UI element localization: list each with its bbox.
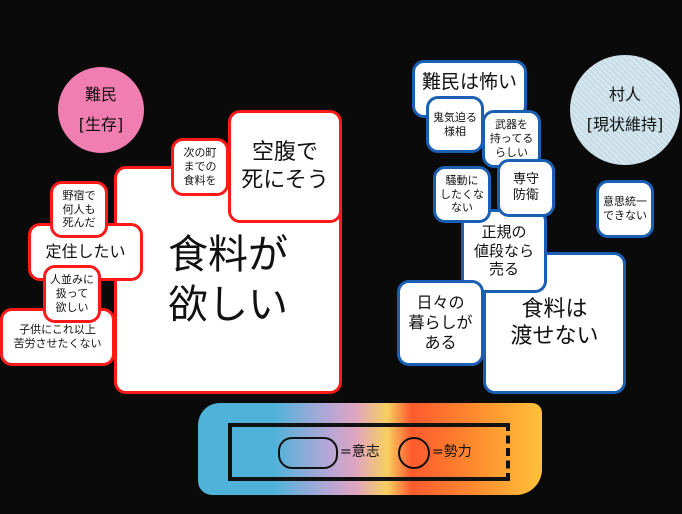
- will-starving: 空腹で 死にそう: [228, 110, 342, 223]
- will-desperate: 鬼気迫る 様相: [426, 96, 484, 153]
- will-next-town: 次の町 までの 食料を: [171, 138, 229, 196]
- will-daily-life: 日々の 暮らしが ある: [397, 280, 484, 366]
- legend-force-label: =勢力: [432, 444, 472, 460]
- will-camp-deaths: 野宿で 何人も 死んだ: [50, 181, 108, 238]
- will-weapons: 武器を 持ってる らしい: [482, 110, 541, 168]
- legend-frame: [228, 423, 510, 481]
- will-no-unity: 意思統一 できない: [596, 180, 654, 238]
- villagers-circle: 村人 [現状維持]: [570, 55, 680, 165]
- refugees-circle: 難民 [生存]: [58, 67, 144, 153]
- will-fair-price: 正規の 値段なら 売る: [461, 209, 547, 293]
- will-humane: 人並みに 扱って 欲しい: [43, 265, 101, 323]
- legend-circle-icon: [398, 437, 430, 469]
- will-no-trouble: 騒動に したくな ない: [433, 166, 491, 223]
- legend: =意志 =勢力: [198, 403, 542, 495]
- legend-pill-icon: [278, 437, 338, 469]
- will-defense: 専守 防衛: [497, 159, 555, 217]
- legend-will-label: =意志: [340, 444, 380, 460]
